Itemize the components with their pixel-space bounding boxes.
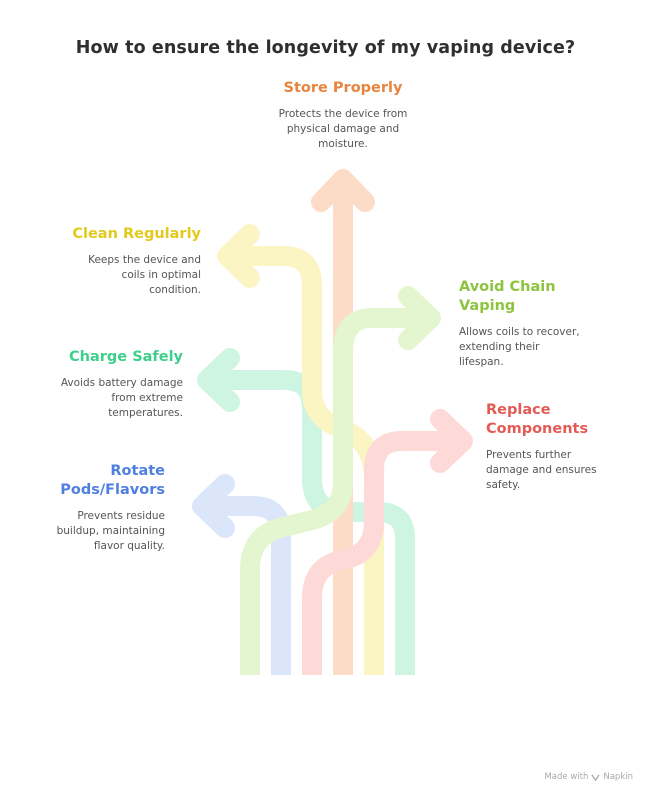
store-properly-block: Store Properly Protects the device from … <box>253 79 433 152</box>
clean-regularly-title: Clean Regularly <box>72 226 201 242</box>
arrowhead-clean <box>217 224 260 288</box>
arrow-avoid <box>240 308 428 675</box>
clean-regularly-description: Keeps the device and coils in optimal co… <box>88 254 201 296</box>
page-title: How to ensure the longevity of my vaping… <box>75 38 576 58</box>
arrowhead-avoid <box>398 286 441 350</box>
arrowhead-rotate <box>192 474 235 538</box>
footer-made-with: Made with <box>544 772 589 782</box>
footer-brand: Napkin <box>603 772 633 782</box>
replace-components-title: Replace Components <box>486 402 589 437</box>
charge-safely-description: Avoids battery damage from extreme tempe… <box>60 377 183 419</box>
napkin-logo-icon <box>591 773 601 781</box>
rotate-pods-flavors-block: Rotate Pods/Flavors Prevents residue bui… <box>20 462 165 554</box>
charge-safely-title: Charge Safely <box>69 349 183 365</box>
rotate-pods-flavors-title: Rotate Pods/Flavors <box>60 463 165 498</box>
avoid-chain-vaping-block: Avoid Chain Vaping Allows coils to recov… <box>459 278 639 370</box>
arrow-replace <box>302 431 460 675</box>
rotate-pods-flavors-description: Prevents residue buildup, maintaining fl… <box>56 510 165 552</box>
avoid-chain-vaping-description: Allows coils to recover, extending their… <box>459 326 580 368</box>
replace-components-description: Prevents further damage and ensures safe… <box>486 449 597 491</box>
store-properly-title: Store Properly <box>283 80 403 96</box>
charge-safely-block: Charge Safely Avoids battery damage from… <box>20 348 183 421</box>
arrowhead-store <box>311 169 375 212</box>
arrowhead-charge <box>197 348 240 412</box>
made-with-napkin-footer: Made with Napkin <box>544 772 633 782</box>
avoid-chain-vaping-title: Avoid Chain Vaping <box>459 279 556 314</box>
store-properly-description: Protects the device from physical damage… <box>278 108 408 150</box>
clean-regularly-block: Clean Regularly Keeps the device and coi… <box>30 225 201 298</box>
arrowhead-replace <box>430 409 473 473</box>
replace-components-block: Replace Components Prevents further dama… <box>486 401 641 493</box>
